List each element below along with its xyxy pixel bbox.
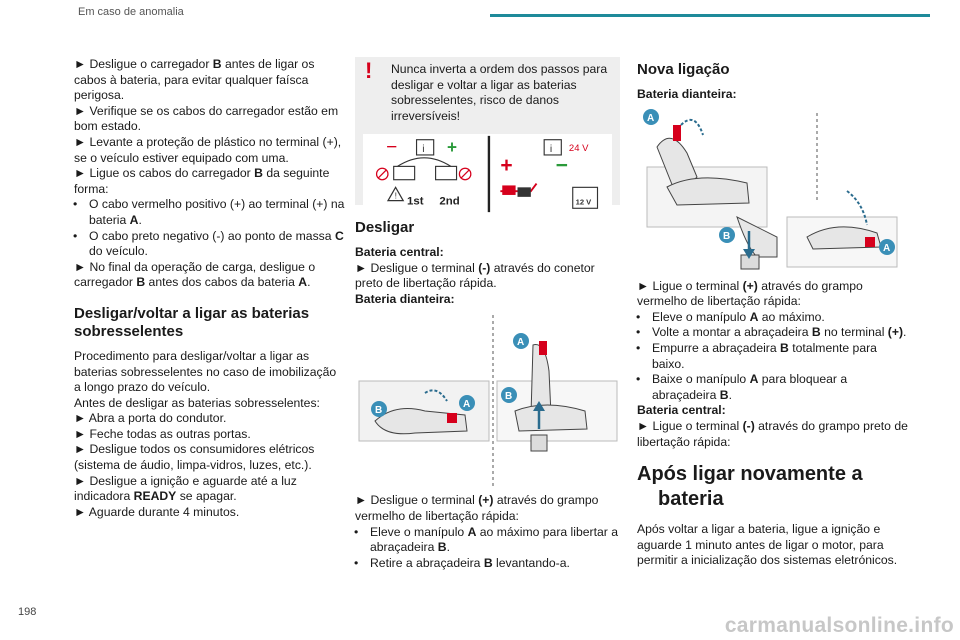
sub-list-item: •O cabo vermelho positivo (+) ao termina… xyxy=(73,197,345,227)
sub-list-item: •Baixe o manípulo A para bloquear a abra… xyxy=(636,372,848,402)
list-item: ► Desligue o carregador B antes de ligar… xyxy=(74,57,315,103)
sub-list-item: •Eleve o manípulo A ao máximo para liber… xyxy=(354,524,618,555)
label-a: A xyxy=(517,337,524,348)
list-item: ► Desligue o terminal (-) através do con… xyxy=(355,260,595,291)
warning-icon: ! xyxy=(365,58,373,83)
sub-list-item: •Volte a montar a abraçadeira B no termi… xyxy=(636,325,907,340)
first-label: 1st xyxy=(407,196,424,208)
battery-voltage-label: 12 V xyxy=(576,198,593,207)
watermark: carmanualsonline.info xyxy=(724,614,954,637)
paragraph: Após voltar a ligar a bateria, ligue a i… xyxy=(637,522,898,568)
section-heading: Desligar xyxy=(355,219,415,236)
battery-order-diagram: − + i ! 1st 2nd + − i 24 V 1 xyxy=(363,134,612,215)
list-item: ► Desligue a ignição e aguarde até a luz… xyxy=(74,473,297,504)
reconnect-figure: A B A xyxy=(643,108,898,270)
svg-text:+: + xyxy=(447,137,457,157)
column-2: ! Nunca inverta a ordem dos passos para … xyxy=(354,57,620,571)
list-item: ► Ligue o terminal (+) através do grampo… xyxy=(637,278,863,309)
second-label: 2nd xyxy=(439,196,459,208)
section-header: Em caso de anomalia xyxy=(78,6,184,18)
section-heading: Desligar/voltar a ligar as baterias sobr… xyxy=(74,304,310,340)
warning-text: Nunca inverta a ordem dos passos para de… xyxy=(391,62,608,123)
list-item: ► Aguarde durante 4 minutos. xyxy=(74,504,240,519)
warning-box: ! Nunca inverta a ordem dos passos para … xyxy=(355,57,620,215)
disconnect-figure: B A A B xyxy=(358,315,618,488)
label-b: B xyxy=(375,405,382,416)
column-3: Nova ligação Bateria dianteira: A B A ► … xyxy=(636,57,909,569)
list-item: ► Ligue o terminal (-) através do grampo… xyxy=(637,418,908,449)
sub-list-item: •O cabo preto negativo (-) ao ponto de m… xyxy=(73,228,344,259)
list-item: ► Desligue todos os consumidores elétric… xyxy=(74,442,315,473)
list-item: ► Abra a porta do condutor. xyxy=(74,411,227,426)
subheading: Bateria central: xyxy=(355,245,444,259)
label-b: B xyxy=(723,231,730,242)
label-a: A xyxy=(883,243,890,254)
paragraph: Procedimento para desligar/voltar a liga… xyxy=(74,348,337,395)
label-b: B xyxy=(505,391,512,402)
list-item: ► No final da operação de carga, desligu… xyxy=(74,259,316,290)
voltage-label: 24 V xyxy=(569,144,589,155)
section-heading: Nova ligação xyxy=(637,61,730,78)
svg-text:−: − xyxy=(386,137,397,158)
header-accent-bar xyxy=(490,14,930,17)
list-item: ► Levante a proteção de plástico no term… xyxy=(74,134,342,165)
sub-list-item: •Retire a abraçadeira B levantando-a. xyxy=(354,555,570,570)
list-item: ► Desligue o terminal (+) através do gra… xyxy=(355,493,599,523)
svg-text:i: i xyxy=(422,144,424,155)
label-a: A xyxy=(647,113,654,124)
label-a: A xyxy=(463,399,470,410)
svg-text:−: − xyxy=(556,154,568,177)
sub-list-item: •Eleve o manípulo A ao máximo. xyxy=(636,309,825,324)
section-heading-large: Após ligar novamente a bateria xyxy=(637,463,863,511)
column-1: ► Desligue o carregador B antes de ligar… xyxy=(73,57,346,520)
list-item: ► Verifique se os cabos do carregador es… xyxy=(74,103,339,134)
list-item: ► Ligue os cabos do carregador B da segu… xyxy=(74,166,330,196)
subheading: Bateria dianteira: xyxy=(637,87,737,101)
page-number: 198 xyxy=(18,606,37,618)
sub-list-item: •Empurre a abraçadeira B totalmente para… xyxy=(636,340,877,371)
subheading: Bateria dianteira: xyxy=(355,291,455,306)
svg-text:!: ! xyxy=(395,191,397,201)
list-item: ► Feche todas as outras portas. xyxy=(74,426,251,441)
svg-text:i: i xyxy=(550,144,552,155)
paragraph: Antes de desligar as baterias sobressele… xyxy=(74,395,320,410)
subheading: Bateria central: xyxy=(637,403,726,418)
svg-text:+: + xyxy=(500,154,512,177)
